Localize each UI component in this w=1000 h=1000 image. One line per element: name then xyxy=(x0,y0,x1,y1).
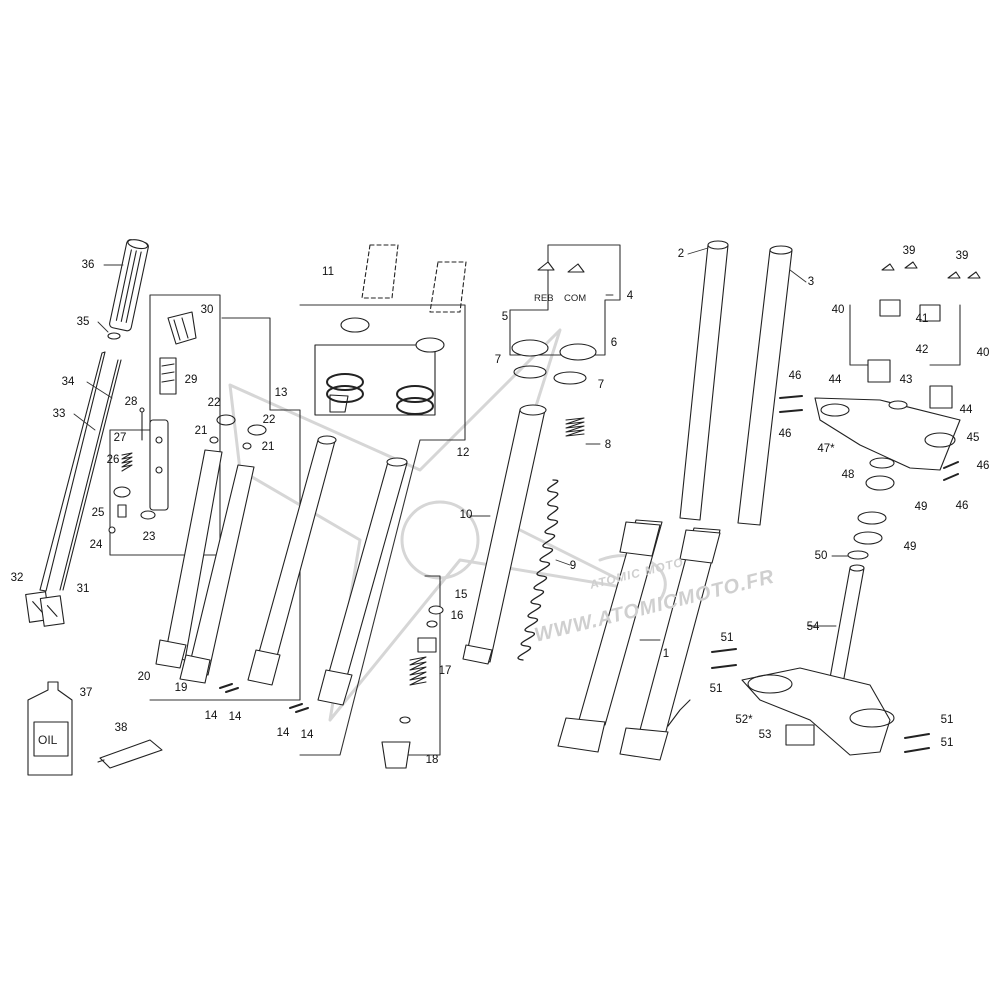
bottom-valve-group xyxy=(381,575,444,769)
callout-part-40a[interactable]: 40 xyxy=(831,304,845,316)
callout-part-51d[interactable]: 51 xyxy=(940,737,954,749)
callout-part-8[interactable]: 8 xyxy=(604,439,612,451)
lower-leg-group xyxy=(219,244,467,756)
callout-part-46d[interactable]: 46 xyxy=(955,500,969,512)
callout-part-4[interactable]: 4 xyxy=(626,290,634,302)
callout-part-13[interactable]: 13 xyxy=(274,387,288,399)
callout-part-35[interactable]: 35 xyxy=(76,316,90,328)
callout-part-3[interactable]: 3 xyxy=(807,276,815,288)
callout-part-44b[interactable]: 44 xyxy=(959,404,973,416)
callout-part-46c[interactable]: 46 xyxy=(976,460,990,472)
callout-part-46a[interactable]: 46 xyxy=(788,370,802,382)
callout-part-49a[interactable]: 49 xyxy=(914,501,928,513)
callout-part-14a[interactable]: 14 xyxy=(204,710,218,722)
callout-part-2[interactable]: 2 xyxy=(677,248,685,260)
callout-part-29[interactable]: 29 xyxy=(184,374,198,386)
inner-tube-group xyxy=(149,317,301,701)
callout-part-9[interactable]: 9 xyxy=(569,560,577,572)
callout-part-7a[interactable]: 7 xyxy=(494,354,502,366)
callout-part-40b[interactable]: 40 xyxy=(976,347,990,359)
callout-part-21b[interactable]: 21 xyxy=(261,441,275,453)
callout-part-34[interactable]: 34 xyxy=(61,376,75,388)
triple-clamp-group xyxy=(711,261,981,756)
callout-part-1[interactable]: 1 xyxy=(662,648,670,660)
compression-label: COM xyxy=(564,293,587,304)
callout-part-53[interactable]: 53 xyxy=(758,729,772,741)
callout-part-36[interactable]: 36 xyxy=(81,259,95,271)
callout-part-14d[interactable]: 14 xyxy=(300,729,314,741)
callout-part-51b[interactable]: 51 xyxy=(709,683,723,695)
callout-part-28[interactable]: 28 xyxy=(124,396,138,408)
oil-bottle-label: OIL xyxy=(38,733,58,747)
callout-part-22a[interactable]: 22 xyxy=(207,397,221,409)
callout-part-30[interactable]: 30 xyxy=(200,304,214,316)
callout-part-48[interactable]: 48 xyxy=(841,469,855,481)
callout-part-11[interactable]: 11 xyxy=(322,266,334,278)
callout-part-50[interactable]: 50 xyxy=(814,550,828,562)
callout-part-41[interactable]: 41 xyxy=(915,313,929,325)
callout-part-23[interactable]: 23 xyxy=(142,531,156,543)
callout-part-14b[interactable]: 14 xyxy=(228,711,242,723)
leader-lines xyxy=(73,247,849,641)
callout-part-24[interactable]: 24 xyxy=(89,539,103,551)
callout-part-7b[interactable]: 7 xyxy=(597,379,605,391)
rebound-label: REB xyxy=(534,293,554,304)
callout-part-51c[interactable]: 51 xyxy=(940,714,954,726)
callout-part-18[interactable]: 18 xyxy=(425,754,439,766)
callout-part-16[interactable]: 16 xyxy=(450,610,464,622)
callout-part-45[interactable]: 45 xyxy=(966,432,980,444)
callout-part-44a[interactable]: 44 xyxy=(828,374,842,386)
callout-part-39b[interactable]: 39 xyxy=(955,250,969,262)
callout-part-19[interactable]: 19 xyxy=(174,682,188,694)
callout-part-5[interactable]: 5 xyxy=(501,311,509,323)
callout-part-6[interactable]: 6 xyxy=(610,337,618,349)
callout-part-54[interactable]: 54 xyxy=(806,621,820,633)
callout-part-38[interactable]: 38 xyxy=(114,722,128,734)
callout-part-17[interactable]: 17 xyxy=(438,665,452,677)
callout-part-32[interactable]: 32 xyxy=(10,572,24,584)
callout-part-26[interactable]: 26 xyxy=(106,454,120,466)
callout-part-49b[interactable]: 49 xyxy=(903,541,917,553)
callout-part-22b[interactable]: 22 xyxy=(262,414,276,426)
cartridge-kit-group xyxy=(108,294,221,556)
callout-part-14c[interactable]: 14 xyxy=(276,727,290,739)
callout-part-27[interactable]: 27 xyxy=(113,432,127,444)
callout-part-33[interactable]: 33 xyxy=(52,408,66,420)
callout-part-10[interactable]: 10 xyxy=(459,509,473,521)
oil-and-grease xyxy=(27,681,163,776)
callout-part-47[interactable]: 47* xyxy=(817,443,835,455)
callout-part-20[interactable]: 20 xyxy=(137,671,151,683)
callout-part-43[interactable]: 43 xyxy=(899,374,913,386)
callout-part-21a[interactable]: 21 xyxy=(194,425,208,437)
callout-part-51a[interactable]: 51 xyxy=(720,632,734,644)
damper-rod-group xyxy=(25,239,149,627)
callout-part-42[interactable]: 42 xyxy=(915,344,929,356)
callout-part-39a[interactable]: 39 xyxy=(902,245,916,257)
callout-part-25[interactable]: 25 xyxy=(91,507,105,519)
outer-tube-spring-group xyxy=(462,244,621,665)
callout-part-15[interactable]: 15 xyxy=(454,589,468,601)
callout-part-46b[interactable]: 46 xyxy=(778,428,792,440)
fork-assembly-group xyxy=(557,240,793,761)
callout-part-31[interactable]: 31 xyxy=(76,583,90,595)
callout-part-37[interactable]: 37 xyxy=(79,687,93,699)
callout-part-12[interactable]: 12 xyxy=(456,447,470,459)
callout-part-52[interactable]: 52* xyxy=(735,714,753,726)
